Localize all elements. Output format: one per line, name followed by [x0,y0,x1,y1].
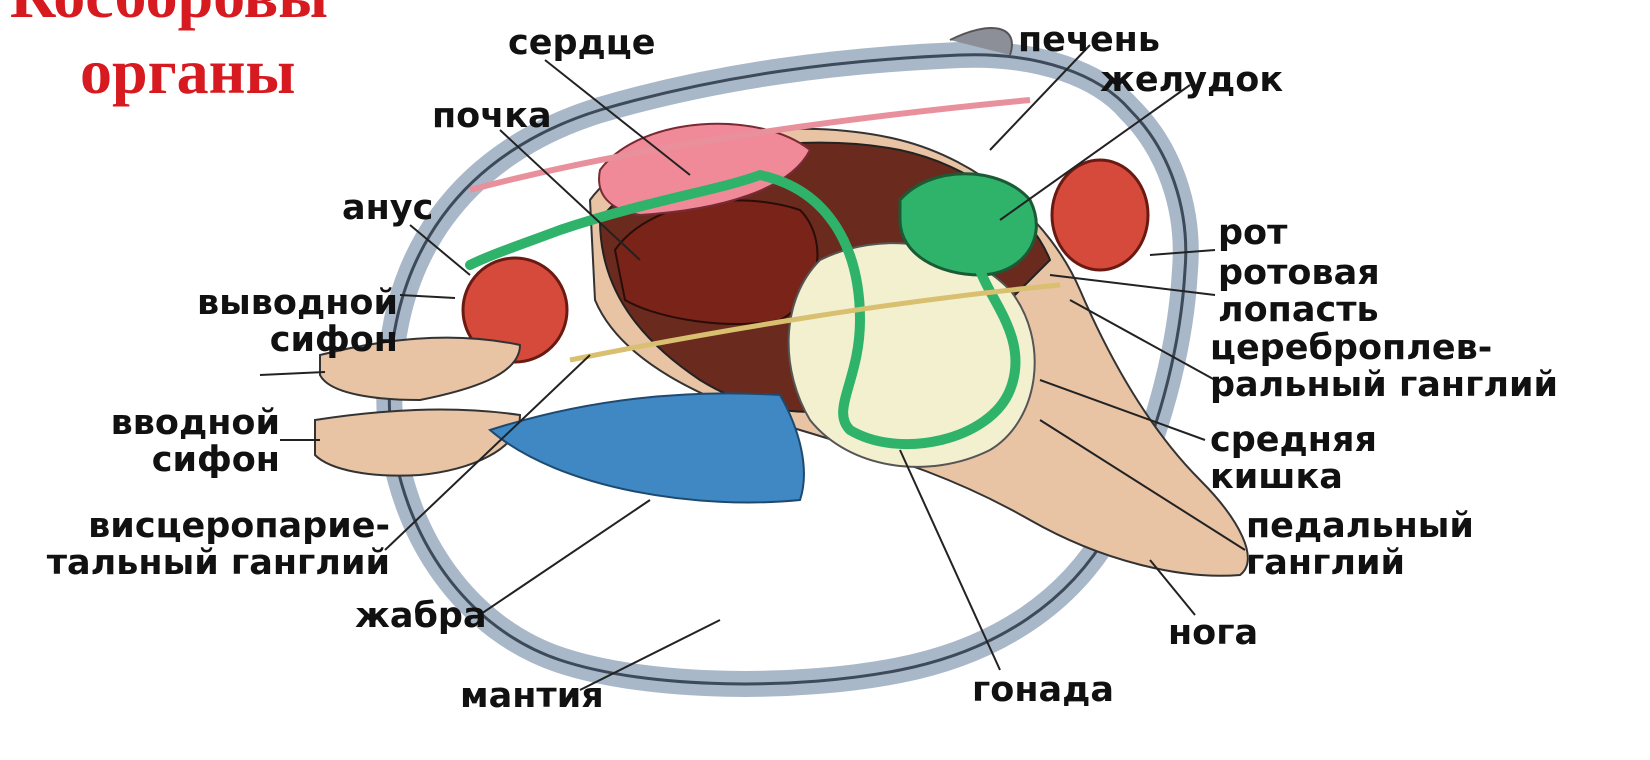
label-anus: анус [342,190,433,227]
label-liver: печень [1018,22,1160,59]
label-incurrent-siphon: вводной сифон [100,405,280,479]
label-oral-lobe: ротовая лопасть [1218,255,1380,329]
label-mouth: рот [1218,215,1287,252]
label-mantle: мантия [460,678,604,715]
label-cerebropleural-ganglion: цереброплев- ральный ганглий [1210,330,1558,404]
gill-shape [490,393,804,502]
label-pedal-ganglion: педальный ганглий [1246,508,1474,582]
label-visceroparietal-ganglion: висцеропарие- тальный ганглий [0,508,390,582]
incurrent-siphon-shape [315,410,520,476]
label-gonad: гонада [972,672,1114,709]
label-stomach: желудок [1100,62,1283,99]
anterior-adductor [1052,160,1148,270]
label-excurrent-siphon: выводной сифон [148,285,398,359]
label-kidney: почка [432,98,552,135]
label-heart: сердце [508,25,656,62]
label-gill: жабра [355,598,487,635]
label-midgut: средняя кишка [1210,422,1377,496]
label-foot: нога [1168,615,1258,652]
